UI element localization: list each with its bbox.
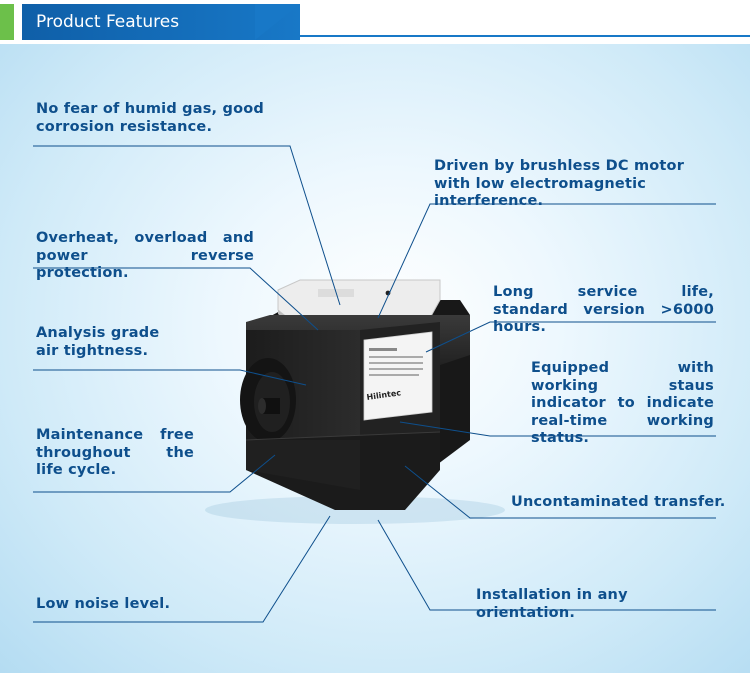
header-title-tab-slant: [255, 4, 300, 40]
leader-low-noise: [33, 515, 331, 623]
leader-air-tightness: [33, 369, 307, 386]
feature-brushless-motor: Driven by brushless DC motor with low el…: [434, 158, 685, 209]
feature-overheat: Overheat, overload and power reverse pro…: [36, 230, 254, 281]
controller-board: [277, 279, 441, 319]
leader-brushless-motor: [377, 203, 716, 319]
feature-status-indicator: Equipped with working staus indicator to…: [531, 360, 714, 446]
feature-humid-gas: No fear of humid gas, good corrosion res…: [36, 101, 264, 135]
feature-air-tightness: Analysis grade air tightness.: [36, 325, 160, 359]
header-title-tab: [22, 4, 300, 40]
feature-maintenance: Maintenance free throughout the life cyc…: [36, 427, 194, 478]
air-nozzle: [262, 398, 280, 414]
leader-service-life: [425, 321, 716, 353]
leader-humid-gas: [33, 145, 341, 306]
feature-service-life: Long service life, standard version >600…: [493, 284, 714, 335]
page-title: Product Features: [36, 12, 180, 32]
leader-maintenance: [33, 454, 276, 493]
feature-low-noise: Low noise level.: [36, 596, 171, 612]
feature-uncontaminated: Uncontaminated transfer.: [511, 494, 726, 510]
header-bar: Product Features: [0, 0, 750, 44]
leader-lines: [33, 145, 716, 623]
leader-uncontaminated: [404, 465, 716, 519]
leader-status-indicator: [399, 421, 716, 437]
leader-overheat: [33, 267, 319, 331]
feature-installation: Installation in any orientation.: [476, 587, 628, 621]
leader-installation: [377, 519, 716, 611]
header-rule: [300, 35, 750, 37]
header-accent-green: [0, 4, 14, 40]
